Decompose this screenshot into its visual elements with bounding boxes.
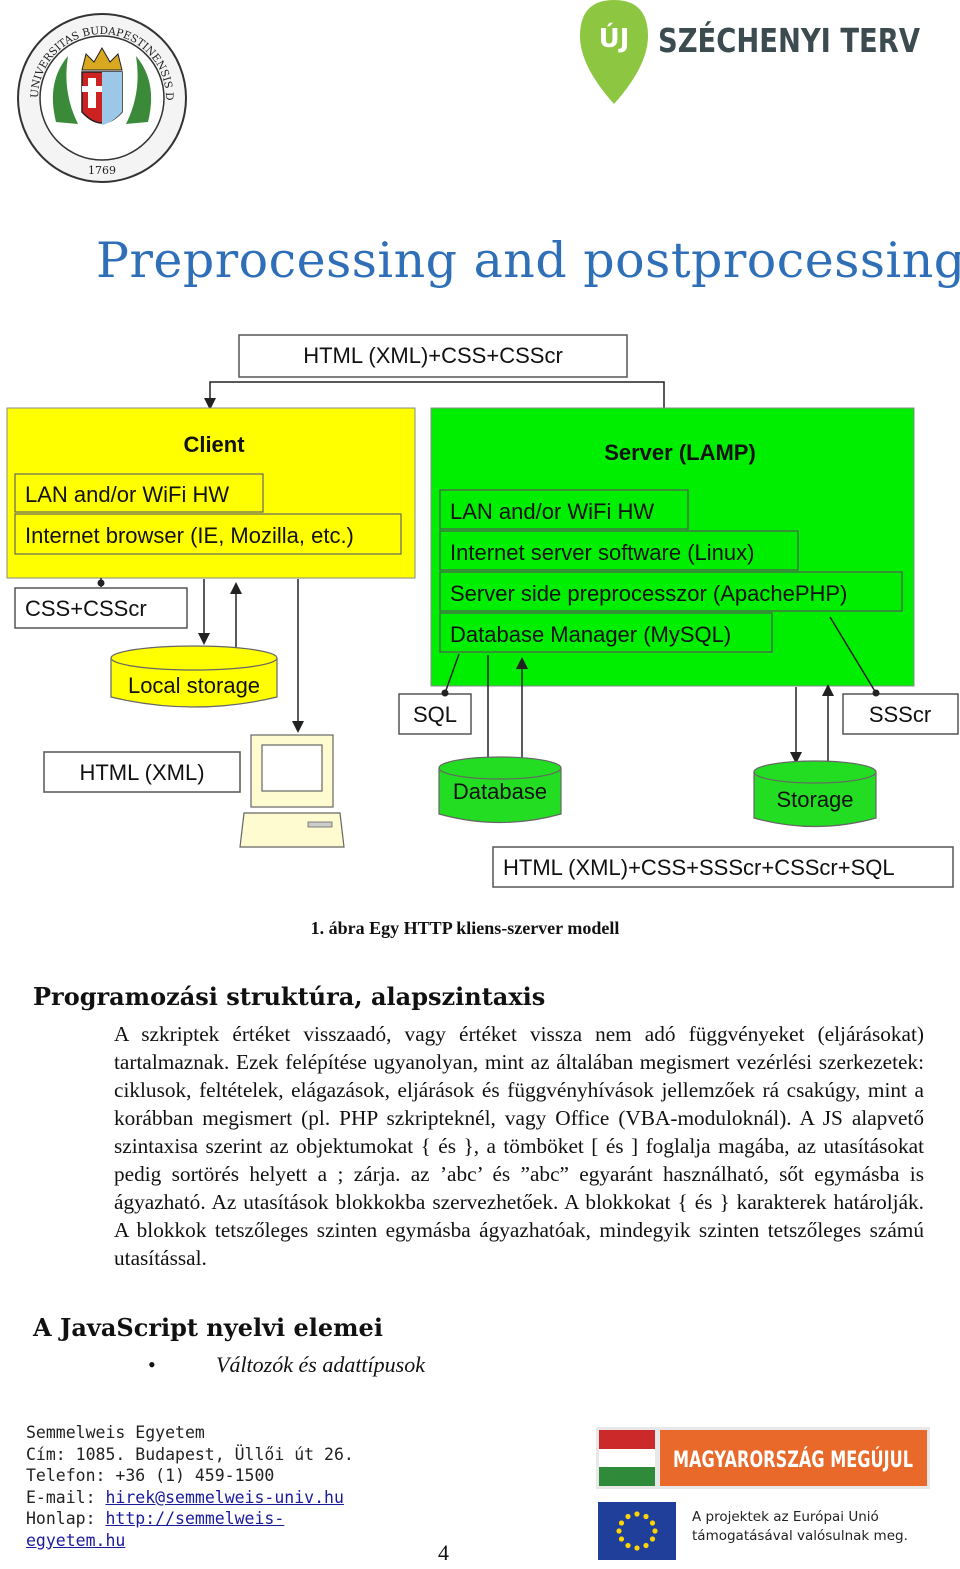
page-number: 4 [438, 1540, 449, 1565]
program-logo-text: SZÉCHENYI TERV [658, 20, 920, 60]
server-title: Server (LAMP) [604, 440, 756, 465]
eu-support-text: A projektek az Európai Unió támogatásáva… [692, 1509, 908, 1544]
university-seal-logo: UNIVERSITAS BUDAPESTINENSIS DE SEMMELWEI… [16, 12, 187, 183]
list-item-text: Változók és adattípusok [216, 1352, 425, 1377]
server-item-lan: LAN and/or WiFi HW [450, 499, 654, 524]
figure-caption: 1. ábra Egy HTTP kliens-szerver modell [310, 918, 620, 938]
eu-stars-icon [616, 1511, 658, 1551]
footer-contact: Semmelweis Egyetem Cím: 1085. Budapest, … [26, 1422, 366, 1551]
local-storage-label: Local storage [128, 673, 260, 698]
program-logo-badge: ÚJ [599, 22, 630, 54]
client-server-diagram: HTML (XML)+CSS+CSScr Client LAN and/or W… [6, 334, 959, 888]
client-item-browser: Internet browser (IE, Mozilla, etc.) [25, 523, 354, 548]
html-xml-box-label: HTML (XML) [79, 760, 204, 785]
top-box-label: HTML (XML)+CSS+CSScr [303, 343, 563, 368]
eu-flag-logo [596, 1500, 930, 1562]
computer-icon [239, 734, 345, 848]
server-item-preprocessor: Server side preprocesszor (ApachePHP) [450, 581, 847, 606]
web-link[interactable]: http://semmelweis-egyetem.hu [26, 1509, 285, 1550]
client-item-lan: LAN and/or WiFi HW [25, 482, 229, 507]
email-label: E-mail: [26, 1487, 106, 1507]
magyarorszag-megujul-banner: MAGYARORSZÁG MEGÚJUL [596, 1427, 930, 1489]
client-title: Client [183, 432, 245, 457]
section-paragraph: A szkriptek értéket visszaadó, vagy érté… [114, 1022, 924, 1270]
css-box-label: CSS+CSScr [25, 596, 147, 621]
sql-box-label: SQL [413, 702, 457, 727]
section-heading-js-elements: A JavaScript nyelvi elemei [33, 1313, 383, 1342]
email-link[interactable]: hirek@semmelweis-univ.hu [105, 1487, 344, 1507]
server-item-software: Internet server software (Linux) [450, 540, 754, 565]
bullet-icon: • [148, 1352, 156, 1377]
database-label: Database [453, 779, 547, 804]
contact-phone: Telefon: +36 (1) 459-1500 [26, 1466, 275, 1485]
szechenyi-terv-logo: ÚJ SZÉCHENYI TERV [574, 0, 926, 108]
contact-name: Semmelweis Egyetem [26, 1423, 205, 1442]
contact-email-row: E-mail: hirek@semmelweis-univ.hu [26, 1487, 366, 1509]
storage-label: Storage [776, 787, 853, 812]
section-heading-structure: Programozási struktúra, alapszintaxis [33, 982, 546, 1011]
bottom-box-label: HTML (XML)+CSS+SSScr+CSScr+SQL [503, 855, 895, 880]
list-item: • Változók és adattípusok [148, 1352, 425, 1378]
page-title: Preprocessing and postprocessing [96, 232, 960, 289]
banner-text: MAGYARORSZÁG MEGÚJUL [673, 1447, 913, 1473]
seal-year: 1769 [88, 164, 116, 177]
server-item-dbmanager: Database Manager (MySQL) [450, 622, 731, 647]
contact-address: Cím: 1085. Budapest, Üllői út 26. [26, 1444, 354, 1464]
contact-web-row: Honlap: http://semmelweis-egyetem.hu [26, 1508, 366, 1551]
web-label: Honlap: [26, 1509, 106, 1528]
sssc-box-label: SSScr [869, 702, 931, 727]
